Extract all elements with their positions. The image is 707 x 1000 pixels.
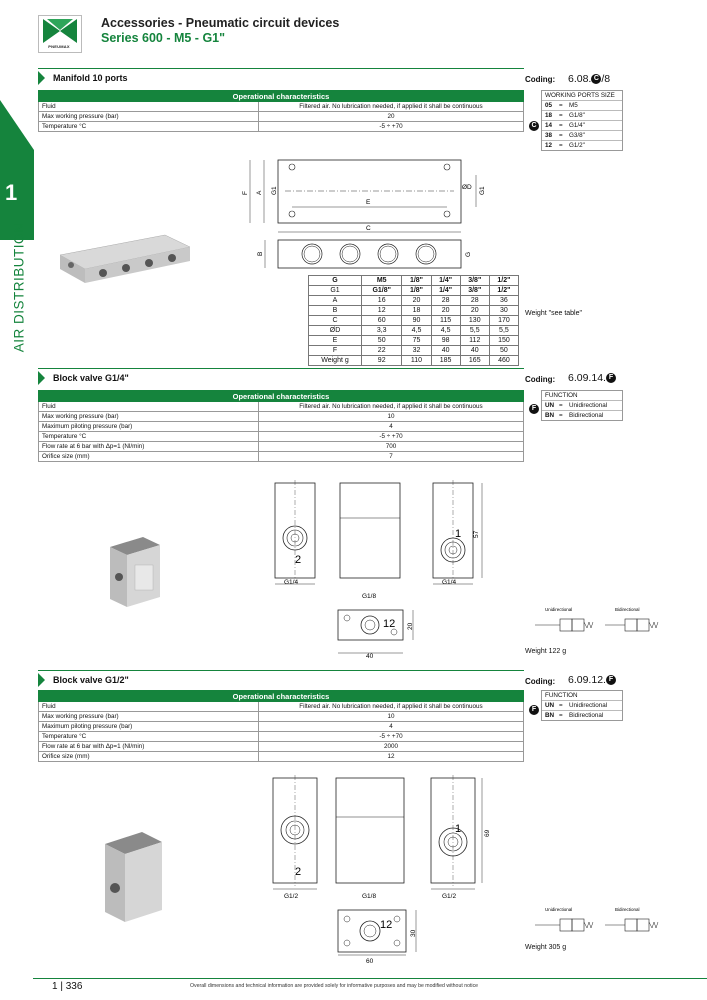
- port-2-label: 2: [295, 554, 301, 566]
- valve-symbol: Unidirectional Bidirectional: [535, 907, 659, 932]
- page-subtitle: Series 600 - M5 - G1": [101, 31, 226, 45]
- section-title: Manifold 10 ports: [53, 73, 128, 83]
- code-box: FUNCTION UN=Unidirectional BN=Bidirectio…: [541, 390, 623, 421]
- dim-g-right: G1/2: [442, 893, 456, 900]
- coding-label: Coding:: [525, 677, 556, 686]
- dim-height: 57: [473, 530, 480, 538]
- section-rule: [38, 368, 524, 369]
- dim-C: C: [366, 225, 371, 232]
- valve-symbol: Unidirectional Bidirectional: [535, 607, 659, 632]
- valve-photo: [110, 537, 160, 607]
- weight-note: Weight 305 g: [525, 944, 567, 951]
- dim-g-right: G1/4: [442, 579, 456, 586]
- valve-photo: [105, 832, 162, 922]
- dim-depth: 20: [407, 622, 414, 630]
- manifold-photo: [59, 234, 191, 283]
- dim-E: E: [366, 199, 371, 206]
- dim-F: F: [242, 191, 249, 195]
- coding-value: 6.08.C/8: [568, 73, 611, 85]
- code-badge: F: [529, 400, 539, 418]
- symbol-unidirectional-label: Unidirectional: [545, 607, 572, 612]
- pneumax-logo: [38, 15, 82, 53]
- dim-g-top: G1/8: [362, 593, 376, 600]
- coding-label: Coding:: [525, 75, 556, 84]
- dim-G1-right: G1: [479, 186, 486, 195]
- section-arrow-icon: [38, 673, 45, 687]
- dim-depth: 30: [410, 929, 417, 937]
- valve-drawing: 2 G1/2 1 G1/2 69 12 G1/8 60 30: [272, 775, 491, 965]
- sidebar-tab-top: [0, 100, 34, 150]
- footer-rule: [33, 978, 707, 979]
- coding-value: 6.09.12.F: [568, 674, 616, 686]
- port-12-label: 12: [380, 919, 392, 931]
- dim-G: G: [465, 252, 472, 257]
- chapter-number: 1: [5, 180, 18, 205]
- dim-width: 40: [366, 653, 374, 660]
- section-rule: [38, 670, 524, 671]
- symbol-unidirectional-label: Unidirectional: [545, 907, 572, 912]
- dim-g-top: G1/8: [362, 893, 376, 900]
- port-12-label: 12: [383, 618, 395, 630]
- weight-note: Weight "see table": [525, 310, 582, 317]
- port-1-label: 1: [455, 823, 461, 835]
- dim-OD: ØD: [462, 184, 472, 191]
- dim-height: 69: [484, 829, 491, 837]
- weight-note: Weight 122 g: [525, 648, 567, 655]
- sidebar-tab: [0, 150, 34, 240]
- footer-note: Overall dimensions and technical informa…: [190, 983, 479, 989]
- dim-g-left: G1/4: [284, 579, 298, 586]
- dim-B: B: [257, 252, 264, 256]
- coding-label: Coding:: [525, 375, 556, 384]
- dim-A: A: [256, 190, 263, 195]
- symbol-bidirectional-label: Bidirectional: [615, 607, 640, 612]
- manifold-drawing: F A G1 G1 E C ØD B G: [242, 159, 486, 269]
- dim-g-left: G1/2: [284, 893, 298, 900]
- section-title: Block valve G1/4": [53, 373, 129, 383]
- dim-G1-left: G1: [271, 186, 278, 195]
- section-arrow-icon: [38, 71, 45, 85]
- section-arrow-icon: [38, 371, 45, 385]
- code-box: FUNCTION UN=Unidirectional BN=Bidirectio…: [541, 690, 623, 721]
- code-badge: F: [529, 701, 539, 719]
- page-number: 1 | 336: [52, 981, 83, 992]
- code-badge: C: [529, 117, 539, 135]
- port-1-label: 1: [455, 528, 461, 540]
- page-title: Accessories - Pneumatic circuit devices: [101, 16, 340, 30]
- logo-text: PNEUMAX: [48, 44, 70, 49]
- section-rule: [38, 68, 524, 69]
- valve-drawing: 2 G1/4 1 G1/4 57 12 G1/8 40 20: [274, 480, 483, 660]
- chapter-label: AIR DISTRIBUTION: [11, 222, 27, 353]
- dim-width: 60: [366, 958, 374, 965]
- symbol-bidirectional-label: Bidirectional: [615, 907, 640, 912]
- coding-value: 6.09.14.F: [568, 372, 616, 384]
- section-title: Block valve G1/2": [53, 675, 129, 685]
- port-2-label: 2: [295, 866, 301, 878]
- code-box: WORKING PORTS SIZE 05=M5 18=G1/8" 14=G1/…: [541, 90, 623, 151]
